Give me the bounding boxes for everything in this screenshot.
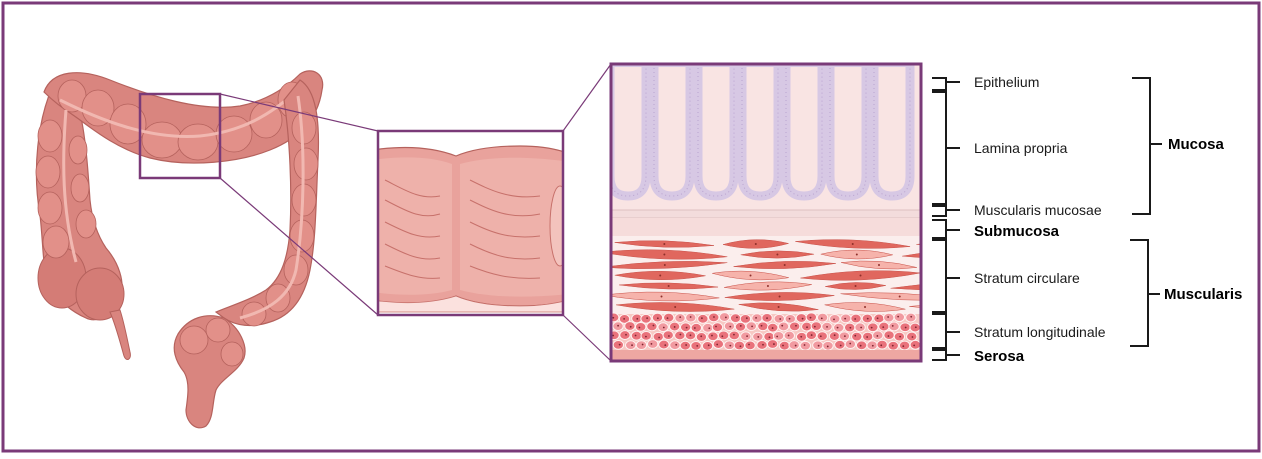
sigmoid-bulge (180, 326, 208, 354)
serosa-layer (611, 350, 921, 361)
group-label-mucosa: Mucosa (1168, 136, 1225, 153)
label-epithelium: Epithelium (974, 74, 1039, 90)
sigmoid-bulge (206, 318, 230, 342)
sigmoid-bulge (221, 342, 243, 366)
label-lamina-propria: Lamina propria (974, 140, 1068, 156)
label-submucosa: Submucosa (974, 223, 1060, 240)
intestine-segment-detail (372, 131, 570, 315)
muscularis-mucosae-layer (611, 210, 921, 218)
label-serosa: Serosa (974, 348, 1025, 365)
label-stratum-circulare: Stratum circulare (974, 270, 1080, 286)
label-muscularis-mucosae: Muscularis mucosae (974, 202, 1102, 218)
group-label-muscularis: Muscularis (1164, 286, 1242, 303)
label-stratum-longitudinale: Stratum longitudinale (974, 324, 1106, 340)
